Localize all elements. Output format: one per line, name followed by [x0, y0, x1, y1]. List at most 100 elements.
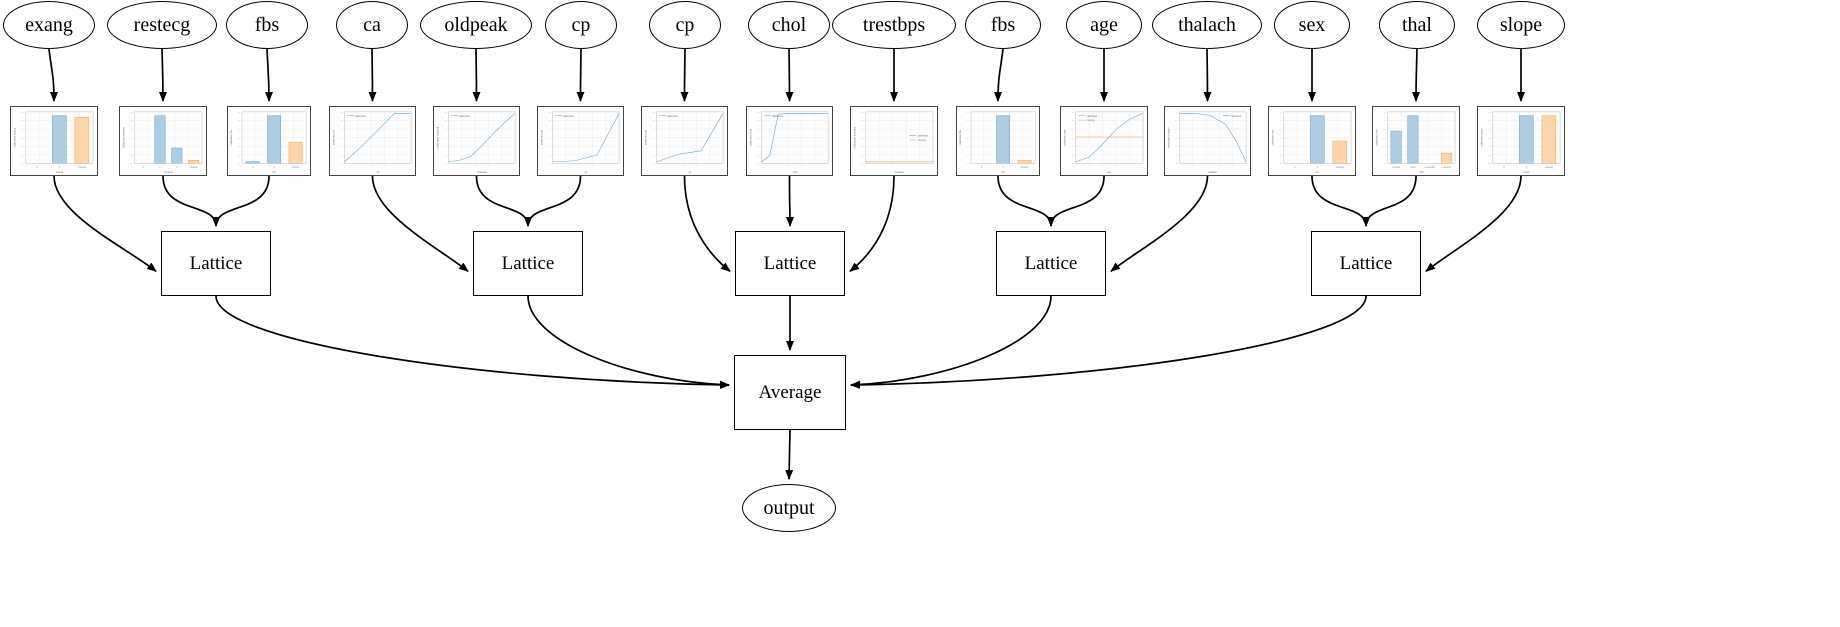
svg-text:·: ·: [411, 166, 412, 169]
feature-node-slope[interactable]: slope: [1477, 1, 1565, 49]
svg-text:calibrated: calibrated: [917, 135, 928, 138]
svg-text:—: —: [340, 137, 343, 140]
feature-node-fbs-2[interactable]: fbs: [965, 1, 1041, 49]
svg-text:—: —: [757, 163, 760, 166]
svg-text:—: —: [1488, 120, 1491, 123]
svg-text:calibrated: calibrated: [1086, 115, 1097, 118]
svg-text:—: —: [340, 145, 343, 148]
svg-text:·: ·: [371, 166, 372, 169]
svg-text:·: ·: [879, 166, 880, 169]
svg-text:—: —: [238, 163, 241, 166]
svg-text:thal: thal: [1419, 170, 1424, 174]
svg-text:·: ·: [619, 166, 620, 169]
svg-text:—: —: [238, 128, 241, 131]
svg-text:normal: normal: [1392, 166, 1400, 169]
svg-text:—: —: [757, 154, 760, 157]
feature-node-cp-1[interactable]: cp: [545, 1, 617, 49]
svg-text:calibrated: calibrated: [355, 115, 366, 118]
svg-text:—: —: [238, 145, 241, 148]
feature-label: fbs: [990, 14, 1016, 36]
svg-text:1: 1: [1317, 166, 1319, 169]
svg-text:—: —: [1071, 128, 1074, 131]
feature-node-sex[interactable]: sex: [1274, 1, 1350, 49]
svg-text:0: 0: [981, 166, 983, 169]
svg-text:—: —: [340, 163, 343, 166]
svg-text:restecg: restecg: [164, 170, 173, 174]
svg-text:—: —: [1175, 128, 1178, 131]
svg-text:—: —: [967, 145, 970, 148]
svg-text:·: ·: [1219, 166, 1220, 169]
feature-node-trestbps[interactable]: trestbps: [832, 1, 956, 49]
svg-text:missing: missing: [1545, 166, 1554, 169]
lattice-node-4[interactable]: Lattice: [996, 231, 1106, 296]
svg-text:—: —: [861, 120, 864, 123]
svg-text:—: —: [130, 128, 133, 131]
svg-text:·: ·: [1116, 166, 1117, 169]
output-node[interactable]: output: [742, 484, 836, 532]
lattice-node-3[interactable]: Lattice: [735, 231, 845, 296]
svg-text:—: —: [757, 128, 760, 131]
svg-text:—: —: [21, 137, 24, 140]
svg-text:·: ·: [488, 166, 489, 169]
svg-text:—: —: [130, 145, 133, 148]
lattice-node-1[interactable]: Lattice: [161, 231, 271, 296]
feature-node-thalach[interactable]: thalach: [1152, 1, 1262, 49]
feature-node-thal[interactable]: thal: [1379, 1, 1455, 49]
feature-label: exang: [25, 14, 73, 36]
svg-text:—: —: [1175, 111, 1178, 114]
svg-text:—: —: [130, 120, 133, 123]
lattice-label: Lattice: [501, 252, 555, 274]
lattice-node-2[interactable]: Lattice: [473, 231, 583, 296]
feature-node-fbs-1[interactable]: fbs: [226, 1, 308, 49]
svg-text:—: —: [21, 128, 24, 131]
svg-text:—: —: [444, 111, 447, 114]
svg-text:—: —: [1488, 154, 1491, 157]
lattice-node-5[interactable]: Lattice: [1311, 231, 1421, 296]
svg-text:—: —: [861, 128, 864, 131]
svg-text:—: —: [444, 128, 447, 131]
feature-node-oldpeak[interactable]: oldpeak: [420, 1, 532, 49]
feature-node-chol[interactable]: chol: [748, 1, 830, 49]
svg-text:missing: missing: [1336, 166, 1345, 169]
feature-node-restecg[interactable]: restecg: [107, 1, 217, 49]
svg-text:·: ·: [1129, 166, 1130, 169]
feature-label: fbs: [254, 14, 280, 36]
svg-text:·: ·: [814, 166, 815, 169]
svg-text:—: —: [861, 154, 864, 157]
svg-text:—: —: [1175, 120, 1178, 123]
feature-node-cp-2[interactable]: cp: [649, 1, 721, 49]
svg-text:·: ·: [761, 166, 762, 169]
svg-text:calibrated thal: calibrated thal: [1374, 129, 1378, 146]
average-node[interactable]: Average: [734, 355, 846, 430]
feature-node-exang[interactable]: exang: [3, 1, 95, 49]
svg-text:—: —: [652, 137, 655, 140]
feature-node-age[interactable]: age: [1066, 1, 1142, 49]
svg-text:—: —: [548, 111, 551, 114]
output-label: output: [763, 497, 815, 519]
svg-text:—: —: [340, 120, 343, 123]
svg-text:missing: missing: [917, 139, 926, 142]
feature-node-ca[interactable]: ca: [336, 1, 408, 49]
svg-text:—: —: [1488, 145, 1491, 148]
svg-text:missing: missing: [292, 166, 301, 169]
svg-text:·: ·: [919, 166, 920, 169]
feature-label: cp: [571, 14, 591, 36]
lattice-label: Lattice: [1024, 252, 1078, 274]
svg-text:—: —: [130, 154, 133, 157]
